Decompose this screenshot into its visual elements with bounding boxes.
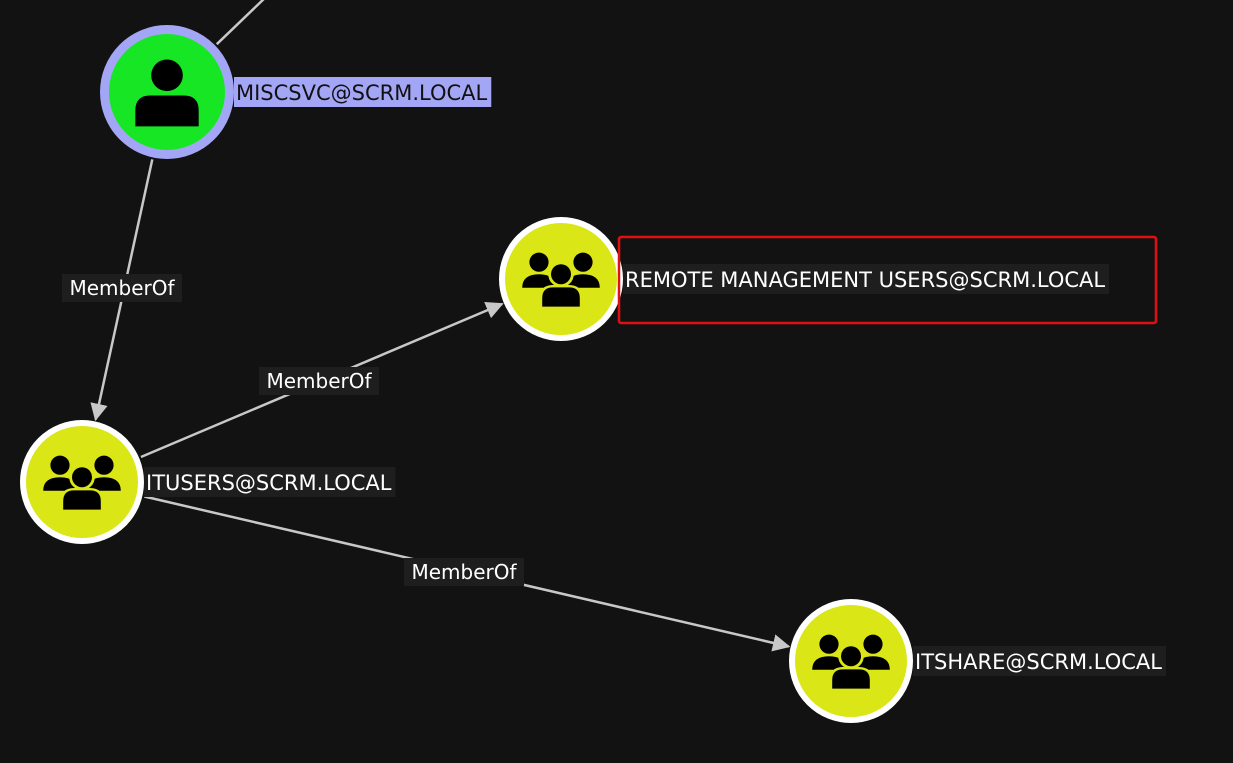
node-label-itshare[interactable]: ITSHARE@SCRM.LOCAL <box>913 646 1166 676</box>
edge-label-text: MemberOf <box>411 560 517 584</box>
nodes-layer: MISCSVC@SCRM.LOCAL REMOTE MANAGEMENT USER… <box>20 25 1166 723</box>
node-miscsvc[interactable]: MISCSVC@SCRM.LOCAL <box>100 25 492 159</box>
edge-label-text: MemberOf <box>69 276 175 300</box>
node-label-bg <box>913 646 1166 676</box>
group-icon <box>522 252 600 309</box>
node-circle <box>100 25 234 159</box>
group-icon <box>43 455 121 512</box>
group-icon <box>812 634 890 691</box>
edge-label-bg <box>62 274 182 302</box>
node-label-text: ITSHARE@SCRM.LOCAL <box>915 650 1162 674</box>
edge-label-text: MemberOf <box>266 369 372 393</box>
node-label-bg <box>623 264 1110 294</box>
node-label-itusers[interactable]: ITUSERS@SCRM.LOCAL <box>144 467 396 497</box>
edge-label-bg <box>404 558 524 586</box>
edge-label-bg <box>259 367 379 395</box>
overlay-layer <box>617 235 1158 325</box>
user-icon <box>135 59 199 127</box>
edge-label-e-itusers-rmu[interactable]: MemberOf <box>259 367 379 395</box>
node-label-rmu[interactable]: REMOTE MANAGEMENT USERS@SCRM.LOCAL <box>623 264 1110 294</box>
node-itshare[interactable]: ITSHARE@SCRM.LOCAL <box>789 599 1166 723</box>
highlight-box <box>617 235 1158 325</box>
node-label-bg <box>144 467 396 497</box>
node-label-text: REMOTE MANAGEMENT USERS@SCRM.LOCAL <box>625 268 1105 292</box>
edge-label-e-itusers-itshare[interactable]: MemberOf <box>404 558 524 586</box>
edge-line-e-upper[interactable] <box>215 0 267 46</box>
node-label-text: ITUSERS@SCRM.LOCAL <box>146 471 392 495</box>
node-itusers[interactable]: ITUSERS@SCRM.LOCAL <box>20 420 396 544</box>
edge-label-e-miscsvc-itusers[interactable]: MemberOf <box>62 274 182 302</box>
node-label-bg <box>234 77 492 107</box>
node-label-miscsvc[interactable]: MISCSVC@SCRM.LOCAL <box>234 77 492 107</box>
node-label-text: MISCSVC@SCRM.LOCAL <box>236 81 488 105</box>
